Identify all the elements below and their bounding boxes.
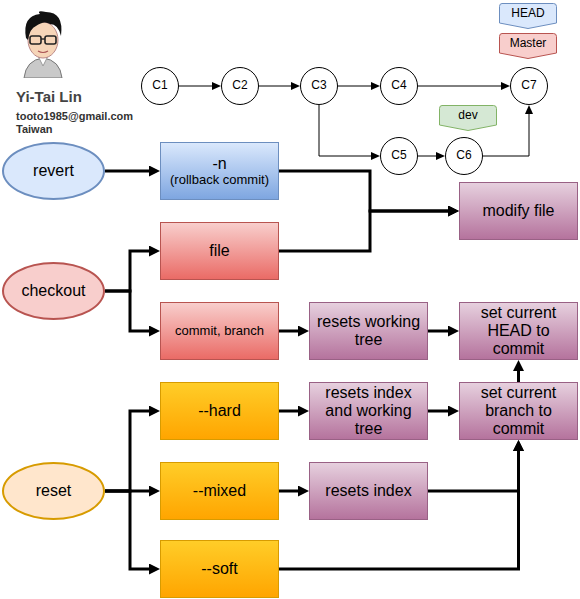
commit-arrow [418, 156, 436, 157]
node-text: C6 [456, 149, 471, 162]
flow-arrow [279, 211, 448, 251]
commit-circle: C6 [445, 137, 483, 175]
node-text: (rollback commit) [170, 173, 269, 188]
effect-box: modify file [459, 182, 578, 240]
commit-arrow [259, 86, 291, 87]
node-text: C7 [521, 79, 536, 92]
commit-circle: C1 [141, 67, 179, 105]
commit-arrow [179, 86, 212, 87]
flow-arrow [517, 371, 520, 382]
commit-circle: C5 [380, 137, 418, 175]
flow-arrow [279, 451, 519, 569]
node-text: --mixed [193, 482, 246, 500]
node-text: --soft [201, 560, 237, 578]
commit-circle: C2 [221, 67, 259, 105]
flow-arrow [279, 490, 298, 493]
command-ellipse: reset [2, 462, 105, 520]
author-email: tooto1985@gmail.com [16, 110, 133, 122]
commit-circle: C4 [380, 67, 418, 105]
flow-arrow [279, 330, 298, 333]
effect-box: set current branch to commit [459, 382, 578, 440]
option-box: -n(rollback commit) [160, 142, 279, 200]
ref-tag: dev [439, 105, 497, 131]
effect-box: resets index and working tree [309, 382, 428, 440]
flow-arrow [428, 330, 448, 333]
author-avatar [14, 8, 72, 78]
option-box: --soft [160, 540, 279, 598]
node-text: Master [510, 37, 547, 50]
node-text: HEAD [511, 7, 544, 20]
node-text: --hard [198, 402, 241, 420]
node-text: dev [458, 109, 477, 122]
node-text: reset [36, 482, 72, 500]
flow-arrow [105, 411, 149, 491]
ref-tag: HEAD [499, 3, 557, 29]
option-box: commit, branch [160, 302, 279, 360]
node-text: modify file [482, 202, 554, 220]
flow-arrow [105, 491, 149, 569]
node-text: commit, branch [175, 324, 264, 339]
node-text: resets index and working tree [314, 384, 423, 438]
node-text: -n [212, 155, 226, 173]
flow-arrow [105, 170, 149, 173]
flow-arrow [105, 291, 149, 331]
node-text: C4 [391, 79, 406, 92]
effect-box: resets index [309, 462, 428, 520]
node-text: C5 [391, 149, 406, 162]
commit-arrow [319, 105, 371, 156]
commit-circle: C3 [300, 67, 338, 105]
ref-tag: Master [499, 33, 557, 59]
author-country: Taiwan [16, 123, 52, 135]
effect-box: set current HEAD to commit [459, 302, 578, 360]
flow-arrow [105, 251, 149, 291]
node-text: resets index [325, 482, 411, 500]
flow-arrow [105, 490, 149, 493]
option-box: --hard [160, 382, 279, 440]
commit-circle: C7 [510, 67, 548, 105]
node-text: resets working tree [314, 313, 423, 349]
flow-arrow [279, 410, 298, 413]
node-text: C3 [311, 79, 326, 92]
flow-arrow [428, 410, 448, 413]
commit-arrow [338, 86, 371, 87]
command-ellipse: revert [2, 142, 105, 200]
author-name: Yi-Tai Lin [16, 88, 82, 105]
flow-arrow [279, 171, 448, 211]
commit-arrow [418, 86, 501, 87]
node-text: C2 [232, 79, 247, 92]
command-ellipse: checkout [2, 262, 105, 320]
option-box: --mixed [160, 462, 279, 520]
node-text: set current branch to commit [464, 384, 573, 438]
node-text: checkout [21, 282, 85, 300]
node-text: set current HEAD to commit [464, 304, 573, 358]
option-box: file [160, 222, 279, 280]
node-text: revert [33, 162, 74, 180]
effect-box: resets working tree [309, 302, 428, 360]
node-text: C1 [152, 79, 167, 92]
flow-arrow [428, 451, 519, 491]
node-text: file [209, 242, 229, 260]
